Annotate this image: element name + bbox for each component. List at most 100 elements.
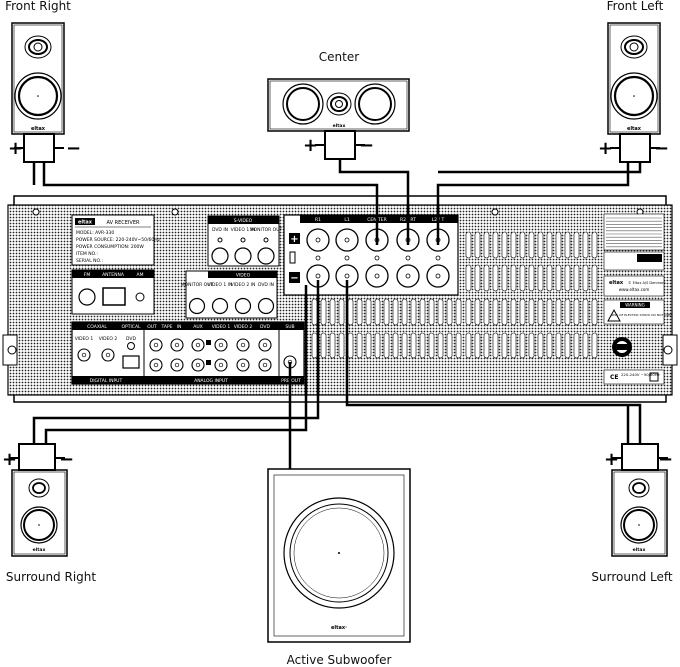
vent-slot xyxy=(519,332,526,359)
rca-jack-pin xyxy=(240,362,246,368)
vent-slot xyxy=(573,231,580,259)
vent-slot xyxy=(582,332,589,359)
vent-slot xyxy=(591,231,598,259)
terminal-label-r1: R1 xyxy=(315,217,321,223)
digital-dvd-label: DVD xyxy=(126,336,136,342)
dvd-audio-label: DVD xyxy=(260,324,270,330)
vent-slot xyxy=(437,332,444,359)
antenna-block: FM ANTENNA AM xyxy=(71,269,155,315)
vent-slot xyxy=(483,332,490,359)
binding-post-hole xyxy=(374,273,380,279)
binding-post-hole xyxy=(344,237,350,243)
vent-slot xyxy=(528,231,535,259)
vent-slot xyxy=(564,298,571,326)
front-right-brand: eltax xyxy=(31,126,46,132)
vent-slot xyxy=(591,264,598,292)
vent-slot xyxy=(519,264,526,292)
vent-slot xyxy=(546,231,553,259)
vent-slot xyxy=(320,332,327,359)
vent-slot xyxy=(483,264,490,292)
vent-slot xyxy=(383,298,390,326)
vent-slot xyxy=(510,298,517,326)
rca-jack-pin xyxy=(81,352,87,358)
vent-slot xyxy=(419,332,426,359)
vent-slot xyxy=(555,298,562,326)
binding-post-hole xyxy=(315,237,321,243)
vent-slot xyxy=(465,264,472,292)
in-label: IN xyxy=(177,324,182,330)
rca-jack-pin xyxy=(153,342,159,348)
vent-slot xyxy=(519,231,526,259)
warning-title: WARNING xyxy=(625,303,645,308)
vent-slot xyxy=(573,264,580,292)
monitor-out-label: MONITOR OUT xyxy=(181,282,214,288)
vent-slot xyxy=(582,231,589,259)
s-video-inputs: S-VIDEO DVD IN VIDEO 1 IN MONITOR OUT xyxy=(207,215,283,267)
minus-sign: − xyxy=(658,449,673,470)
front-left-label: Front Left xyxy=(607,0,664,13)
video2-in-label: VIDEO 2 IN xyxy=(231,282,256,288)
vent-slot xyxy=(465,332,472,359)
fm-label: FM xyxy=(84,272,91,278)
center-speaker: eltax xyxy=(267,78,410,132)
vent-slot xyxy=(555,231,562,259)
label-title: AV RECEIVER xyxy=(107,220,140,226)
digital-video2-label: VIDEO 2 xyxy=(99,336,118,342)
vent-slot xyxy=(564,264,571,292)
vent-slot xyxy=(501,264,508,292)
vent-slot xyxy=(392,332,399,359)
video1-in-label: VIDEO 1 IN xyxy=(208,282,233,288)
vent-slot xyxy=(501,332,508,359)
out-label: OUT xyxy=(147,324,157,330)
surround-left-label: Surround Left xyxy=(591,570,672,584)
rca-jack-pin xyxy=(153,362,159,368)
vent-slot xyxy=(428,332,435,359)
label-power-source: POWER SOURCE: 220-240V~50/60Hz xyxy=(76,237,161,243)
vent-slot xyxy=(510,332,517,359)
minus-sign: − xyxy=(66,138,81,159)
svg-text:CE: CE xyxy=(610,374,619,381)
voltage-footer: 220-240V ~50/60Hz xyxy=(621,372,660,377)
vent-slot xyxy=(437,298,444,326)
rca-jack-pin xyxy=(174,342,180,348)
optical-label: OPTICAL xyxy=(121,324,141,330)
minus-sign: − xyxy=(359,135,374,156)
vent-slot xyxy=(338,298,345,326)
vent-slot xyxy=(446,332,453,359)
aux-label: AUX xyxy=(193,324,202,330)
antenna-label: ANTENNA xyxy=(102,272,125,278)
binding-post-screw xyxy=(435,255,441,261)
coaxial-label: COAXIAL xyxy=(87,324,107,330)
binding-post-screw xyxy=(374,255,380,261)
vent-slot xyxy=(573,332,580,359)
composite-video-inputs: VIDEO MONITOR OUT VIDEO 1 IN VIDEO 2 IN … xyxy=(181,270,278,319)
warning-text: RISK OF ELECTRIC SHOCK DO NOT OPEN xyxy=(611,313,672,317)
label-item-no: ITEM NO.: xyxy=(76,251,98,257)
vent-slot xyxy=(392,298,399,326)
vent-slot xyxy=(347,332,354,359)
surround-left-speaker: eltax xyxy=(611,469,668,557)
rca-jack-pin xyxy=(240,342,246,348)
vent-slot xyxy=(591,332,598,359)
digital-video1-label: VIDEO 1 xyxy=(75,336,94,342)
vent-slot xyxy=(519,298,526,326)
rca-jack-pin xyxy=(195,342,201,348)
vent-slot xyxy=(483,231,490,259)
vent-slot xyxy=(410,298,417,326)
vent-slot xyxy=(374,332,381,359)
rca-jack-pin xyxy=(218,342,224,348)
speaker-terminals xyxy=(9,130,668,471)
plus-sign: + xyxy=(604,449,619,470)
vent-slot xyxy=(428,298,435,326)
video2-audio-label: VIDEO 2 xyxy=(234,324,253,330)
vent-slot xyxy=(474,332,481,359)
vent-slot xyxy=(311,298,318,326)
rca-jack-pin xyxy=(174,362,180,368)
binding-post-screw xyxy=(315,255,321,261)
binding-post-hole xyxy=(344,273,350,279)
vent-slot xyxy=(528,298,535,326)
binding-post-screw xyxy=(405,255,411,261)
subwoofer-label: Active Subwoofer xyxy=(287,653,392,667)
jack-marker xyxy=(206,360,211,365)
front-right-speaker: eltax xyxy=(11,22,65,135)
